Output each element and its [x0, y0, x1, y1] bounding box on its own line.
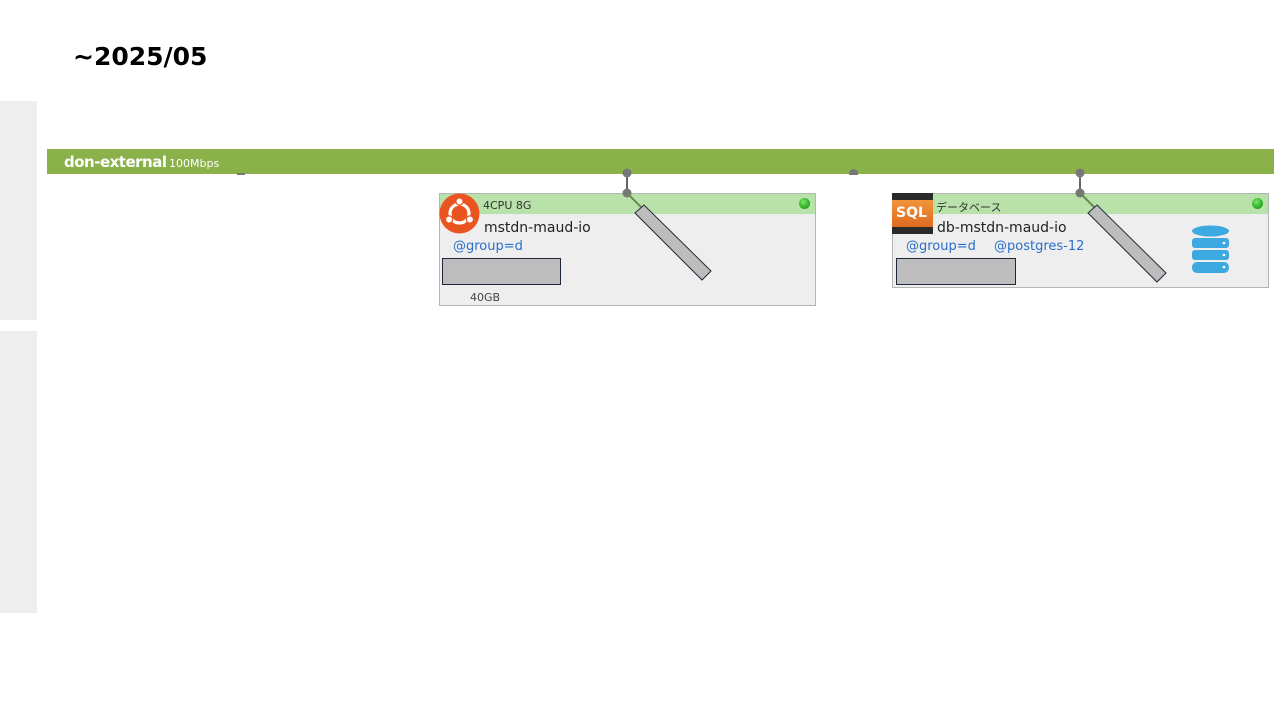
network-speed: 100Mbps: [169, 157, 220, 170]
sql-icon-label: SQL: [896, 205, 927, 221]
server-name: mstdn-maud-io: [484, 220, 591, 236]
left-strip-top: [0, 101, 37, 320]
network-switch-bar[interactable]: don-external 100Mbps: [47, 149, 1274, 174]
left-strip-bottom: [0, 331, 37, 613]
network-cable-connector: [622, 168, 712, 281]
sql-database-icon: SQL: [892, 193, 933, 234]
status-running-icon: [1252, 198, 1263, 209]
redacted-ip-box: [442, 258, 561, 285]
disk-size: 40GB: [470, 291, 501, 304]
server-tag-group[interactable]: @group=d: [453, 239, 523, 254]
server-name: db-mstdn-maud-io: [937, 220, 1067, 236]
server-spec: データベース: [936, 201, 1002, 214]
server-card-mstdn-maud-io[interactable]: 4CPU 8G mstdn-maud-io @group=d 40GB: [439, 193, 816, 306]
network-cable-connector: [1075, 168, 1167, 283]
ubuntu-logo-icon: [439, 193, 480, 234]
server-tag-group[interactable]: @group=d: [906, 239, 976, 254]
status-running-icon: [799, 198, 810, 209]
network-name: don-external: [64, 153, 167, 171]
server-tag-postgres[interactable]: @postgres-12: [994, 239, 1085, 254]
server-card-header: [440, 194, 815, 214]
redacted-ip-box: [896, 258, 1016, 285]
network-port-marker: [237, 173, 245, 175]
database-stack-icon: [1192, 225, 1229, 273]
network-port-bump: [849, 169, 858, 175]
server-card-header: [893, 194, 1268, 214]
slide-title: ~2025/05: [73, 42, 208, 71]
server-spec: 4CPU 8G: [483, 199, 532, 212]
